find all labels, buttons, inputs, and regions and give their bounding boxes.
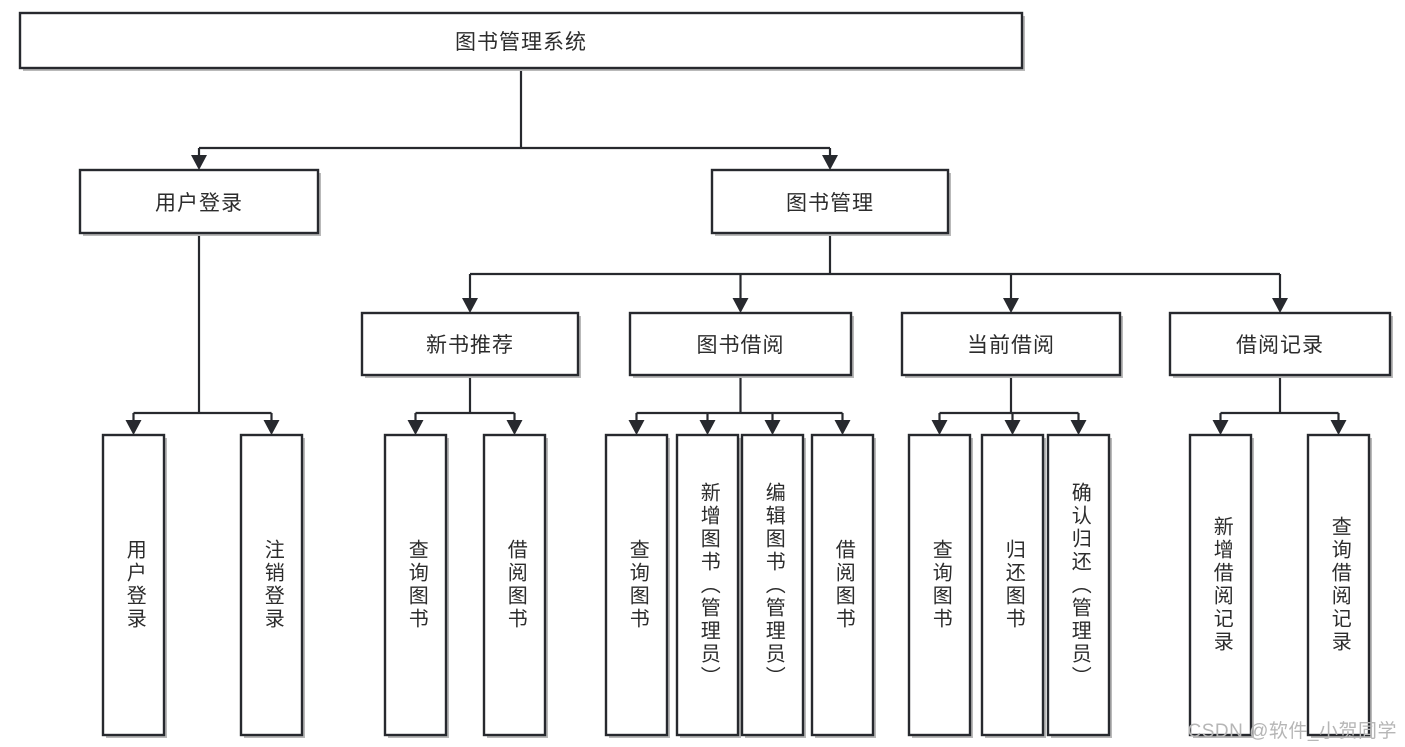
connector-arrowhead [1212,420,1229,435]
connector-arrowhead [931,420,948,435]
connector-arrowhead [1272,298,1288,313]
edges-layer [125,68,1347,435]
level2-node-0[interactable] [78,168,320,235]
connector-arrowhead [462,298,478,313]
level3-node-1-1[interactable] [628,311,853,377]
connector-arrowhead [263,420,280,435]
leaf-node-0-1[interactable] [239,433,304,737]
level3-node-1-2[interactable] [900,311,1122,377]
connector-arrowhead [834,420,851,435]
leaf-node-1-3-1[interactable] [1306,433,1371,737]
nodes-layer [18,11,1393,738]
root-node-book-management-system[interactable] [18,11,1024,70]
leaf-node-1-2-2[interactable] [1046,433,1111,737]
level2-node-1[interactable] [710,168,950,235]
leaf-node-1-1-1[interactable] [675,433,740,737]
connector-arrowhead [125,420,142,435]
connector-arrowhead [1004,420,1021,435]
leaf-node-1-2-0[interactable] [907,433,972,737]
leaf-node-1-3-0[interactable] [1188,433,1253,737]
leaf-node-1-1-3[interactable] [810,433,875,737]
connector-arrowhead [732,298,749,313]
connector-arrowhead [1003,298,1019,313]
leaf-node-0-0[interactable] [101,433,166,737]
connector-arrowhead [628,420,645,435]
watermark-text: CSDN @软件_小贺同学 [1187,721,1397,742]
level3-node-1-0[interactable] [360,311,580,377]
connector-arrowhead [764,420,781,435]
level3-node-1-3[interactable] [1168,311,1392,377]
leaf-node-1-2-1[interactable] [980,433,1045,737]
connector-arrowhead [1070,420,1087,435]
connector-arrowhead [191,155,207,170]
connector-arrowhead [822,155,838,170]
connector-arrowhead [699,420,716,435]
leaf-node-1-0-1[interactable] [482,433,547,737]
connector-arrowhead [1330,420,1347,435]
leaf-node-1-1-0[interactable] [604,433,669,737]
connector-arrowhead [506,420,523,435]
leaf-node-1-0-0[interactable] [383,433,448,737]
connector-arrowhead [407,420,424,435]
leaf-node-1-1-2[interactable] [740,433,805,737]
